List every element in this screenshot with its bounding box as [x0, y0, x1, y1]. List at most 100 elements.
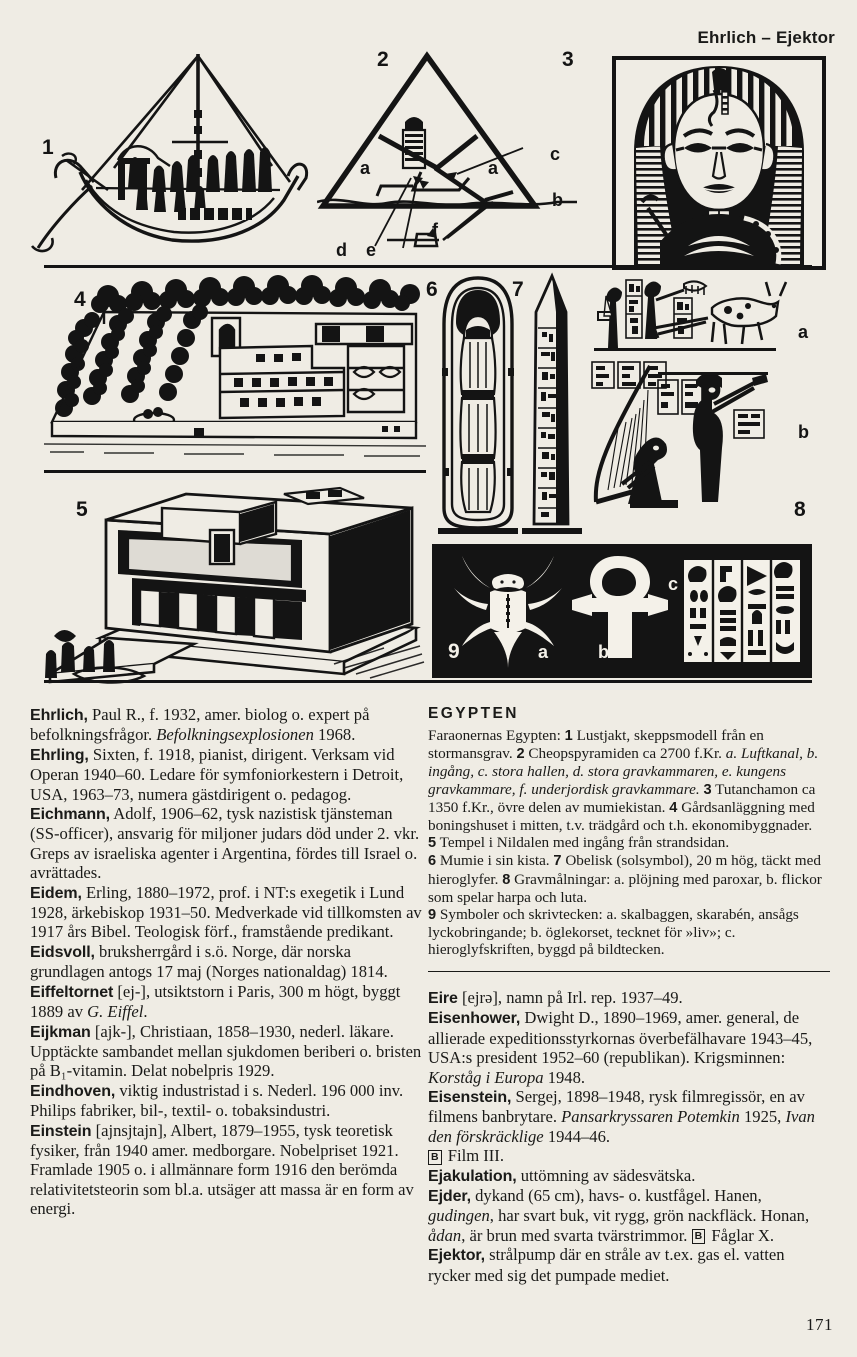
entry-body: Dwight D., 1890–1969, amer. general, de …: [428, 1008, 813, 1068]
entry-body: Sixten, f. 1918, pianist, dirigent. Verk…: [30, 744, 404, 804]
figure-2-label-a-right: a: [488, 158, 499, 178]
item-number-4: 4: [669, 799, 678, 816]
entry-body: bruksherrgård i s.ö. Norge, där norska g…: [30, 941, 388, 982]
figure-7-obelisk: [522, 272, 582, 534]
item-text-2: Cheopspyramiden ca 2700 f.Kr.: [524, 745, 726, 763]
figure-1-lustjakt: [22, 50, 322, 262]
figure-5-number: 5: [76, 498, 88, 521]
figure-9-label-a: a: [538, 642, 549, 662]
plate-rule-3: [44, 680, 812, 683]
running-head: Ehrlich – Ejektor: [697, 28, 835, 47]
entry-body: Paul R., f. 1932, amer. biolog o. expert…: [30, 705, 370, 745]
figure-7-number: 7: [512, 278, 524, 301]
item-number-2: 2: [516, 746, 525, 763]
egypten-boxed-article: EGYPTEN Faraonernas Egypten: 1 Lustjakt,…: [428, 705, 830, 972]
item-text-7: Obelisk (solsymbol), 20 m hög, täckt med…: [428, 852, 821, 888]
page-number: 171: [806, 1315, 833, 1334]
entry-body: strålpump där en stråle av t.ex. gas el.…: [428, 1245, 785, 1285]
boxed-article-body: Faraonernas Egypten: 1 Lustjakt, skeppsm…: [428, 727, 830, 959]
item-number-3: 3: [703, 781, 712, 798]
figure-2-label-d: d: [336, 240, 347, 260]
entry-title-italic: Pansarkryssaren Potemkin: [561, 1107, 740, 1127]
entry-body-3: 1944–46.: [543, 1126, 611, 1146]
entry-body-2: 1968.: [313, 725, 356, 745]
figure-4-estate: [44, 272, 426, 464]
illustration-plate: 1: [22, 48, 834, 684]
figure-1-number: 1: [42, 136, 54, 159]
entry-body: [ajnsjtajn], Albert, 1879–1955, tysk teo…: [30, 1120, 414, 1219]
entry-ehrlich: Ehrlich, Paul R., f. 1932, amer. biolog …: [30, 705, 422, 745]
item-text-8: Gravmålningar: a. plöjning med paroxar, …: [428, 870, 822, 906]
entry-ejakulation: Ejakulation, uttömning av sädesvätska.: [428, 1166, 830, 1186]
figure-8-tomb-paintings: [588, 272, 788, 512]
item-text-5: Tempel i Nildalen med ingång från strand…: [436, 834, 730, 852]
headword: Eire: [428, 990, 458, 1007]
item-text-3: Tutanchamon ca 1350 f.Kr., övre delen av…: [428, 780, 816, 816]
headword: Eiffeltornet: [30, 983, 114, 1001]
cross-reference-text: Film III.: [443, 1146, 504, 1166]
entry-italic: gudingen: [428, 1206, 490, 1226]
entry-eichmann: Eichmann, Adolf, 1906–62, tysk nazistisk…: [30, 804, 422, 883]
entry-body: dykand (65 cm), havs- o. kustfågel. Hane…: [470, 1186, 762, 1206]
headword: Eidem,: [30, 884, 82, 902]
entry-title-italic: Befolkningsexplosionen: [156, 725, 314, 745]
figure-8-label-b: b: [798, 422, 809, 442]
figure-2-pyramid: [317, 50, 577, 262]
headword: Einstein: [30, 1122, 92, 1140]
entry-eidsvoll: Eidsvoll, bruksherrgård i s.ö. Norge, dä…: [30, 942, 422, 982]
figure-9-symbols: [432, 544, 812, 678]
item-text-4: Gårdsanläggning med boningshuset i mitte…: [428, 798, 815, 835]
entry-body: viktig industristad i s. Nederl. 196 000…: [30, 1080, 404, 1121]
right-text-column: Eire [ejrə], namn på Irl. rep. 1937–49. …: [428, 988, 830, 1285]
entry-ejektor: Ejektor, strålpump där en stråle av t.ex…: [428, 1245, 830, 1285]
headword: Ejakulation,: [428, 1167, 517, 1185]
item-number-6: 6: [428, 853, 437, 870]
entry-body-2: 1948.: [543, 1067, 586, 1087]
figure-4-number: 4: [74, 288, 86, 311]
item-text-2-sub: a. Luftkanal, b. ingång, c. stora hallen…: [428, 745, 819, 798]
cross-reference-icon: B: [691, 1229, 706, 1245]
entry-body: Adolf, 1906–62, tysk nazistisk tjänstema…: [30, 804, 420, 883]
headword: Ehrling,: [30, 746, 89, 764]
item-text-9: Symboler och skrivtecken: a. skalbaggen,…: [428, 906, 799, 959]
boxed-lead: Faraonernas Egypten:: [428, 727, 565, 744]
figure-9-label-c: c: [668, 574, 679, 594]
entry-eisenstein: Eisenstein, Sergej, 1898–1948, rysk film…: [428, 1087, 830, 1166]
entry-body: [ej-], utsiktstorn i Paris, 300 m högt, …: [30, 981, 401, 1022]
entry-eindhoven: Eindhoven, viktig industristad i s. Nede…: [30, 1081, 422, 1121]
item-number-1: 1: [564, 728, 573, 744]
entry-body: [ejrə], namn på Irl. rep. 1937–49.: [457, 988, 683, 1007]
entry-title-italic: G. Eiffel: [87, 1002, 144, 1022]
headword: Eindhoven,: [30, 1082, 116, 1100]
figure-3-number: 3: [562, 48, 574, 71]
figure-2-number: 2: [377, 48, 389, 71]
figure-2-label-f: f: [432, 220, 438, 240]
entry-body: Sergej, 1898–1948, rysk filmregissör, en…: [428, 1087, 805, 1127]
item-text-1: Lustjakt, skeppsmodell från en stormansg…: [428, 727, 764, 763]
figure-2-label-c: c: [550, 144, 561, 164]
headword: Eichmann,: [30, 806, 111, 824]
entry-ehrling: Ehrling, Sixten, f. 1918, pianist, dirig…: [30, 745, 422, 804]
headword: Eijkman: [30, 1023, 91, 1041]
entry-eire: Eire [ejrə], namn på Irl. rep. 1937–49.: [428, 988, 830, 1008]
figure-9-label-b: b: [598, 642, 609, 662]
headword: Ehrlich,: [30, 707, 88, 724]
boxed-article-title: EGYPTEN: [428, 705, 519, 722]
figure-3-tutankhamun-mask: [612, 56, 826, 270]
entry-title-italic: Korståg i Europa: [428, 1067, 544, 1087]
entry-body-2: .: [143, 1002, 148, 1022]
figure-6-number: 6: [426, 278, 438, 301]
item-number-8: 8: [502, 871, 511, 888]
figure-2-label-b: b: [552, 190, 563, 210]
plate-rule-1: [44, 265, 812, 268]
item-number-5: 5: [428, 835, 437, 852]
entry-einstein: Einstein [ajnsjtajn], Albert, 1879–1955,…: [30, 1121, 422, 1219]
headword: Eisenstein,: [428, 1089, 512, 1107]
item-text-6: Mumie i sin kista.: [436, 852, 554, 870]
boxed-article-divider: [428, 970, 830, 972]
cross-reference-text: Fåglar X.: [707, 1225, 775, 1245]
figure-8-label-a: a: [798, 322, 809, 342]
left-text-column: Ehrlich, Paul R., f. 1932, amer. biolog …: [30, 705, 422, 1219]
entry-body: uttömning av sädesvätska.: [516, 1165, 696, 1185]
